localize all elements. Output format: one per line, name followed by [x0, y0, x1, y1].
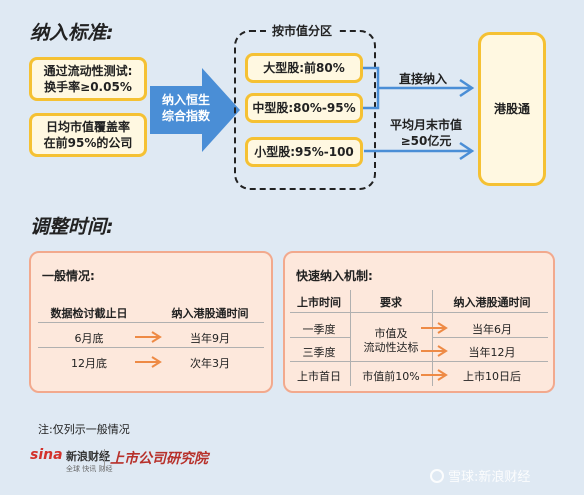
general-header-inclusion: 纳入港股通时间 [171, 307, 249, 320]
fast-header-requirement: 要求 [380, 296, 402, 309]
fast-header-divider [290, 312, 548, 313]
institute-logo: 上市公司研究院 [110, 451, 208, 467]
sina-finance-name: 新浪财经 [66, 450, 110, 463]
blue-block-arrow [150, 68, 240, 152]
general-case-title: 一般情况: [42, 269, 95, 283]
fast-track-panel [283, 251, 555, 393]
general-row2-inclusion: 次年3月 [190, 357, 230, 370]
watermark-text: 雪球:新浪财经 [448, 470, 531, 485]
criteria-title: 纳入标准: [30, 22, 114, 44]
fast-merged-requirement-line1: 市值及 [374, 327, 408, 340]
liquidity-test-line2: 换手率≥0.05% [44, 80, 132, 94]
large-cap-label: 大型股:前80% [263, 61, 345, 75]
footnote: 注:仅列示一般情况 [38, 423, 130, 436]
index-arrow-label: 纳入恒生 综合指数 [150, 92, 222, 124]
footer-divider [104, 449, 105, 471]
sina-logo: sina [30, 447, 63, 463]
fast-row-divider-1a [290, 337, 350, 338]
index-line1: 纳入恒生 [161, 93, 210, 107]
coverage-line2: 在前95%的公司 [43, 136, 133, 150]
fast-header-listing: 上市时间 [297, 296, 341, 309]
fast-row-divider-2 [290, 361, 548, 362]
large-cap-box: 大型股:前80% [245, 53, 363, 83]
direct-inclusion-label: 直接纳入 [399, 72, 448, 86]
liquidity-test-line1: 通过流动性测试: [43, 64, 133, 78]
general-row1-cutoff: 6月底 [74, 332, 104, 345]
conditional-arrow-head [459, 141, 475, 161]
general-row2-arrow-icon [135, 356, 162, 368]
fast-row2-listing: 三季度 [302, 346, 336, 359]
general-row-divider [38, 347, 264, 348]
general-row1-arrow-icon [135, 331, 162, 343]
fast-row1-listing: 一季度 [302, 323, 336, 336]
direct-arrow-head [459, 78, 475, 98]
small-cap-box: 小型股:95%-100 [245, 137, 363, 167]
fast-row1-arrow-icon [421, 322, 448, 334]
fast-col-divider-2 [432, 290, 433, 386]
fast-row-divider-1b [433, 337, 548, 338]
fast-row2-inclusion: 当年12月 [468, 346, 516, 359]
fast-col-divider-1 [350, 290, 351, 386]
mid-cap-label: 中型股:80%-95% [252, 101, 356, 115]
fast-merged-requirement: 市值及 流动性达标 [352, 327, 430, 355]
fast-merged-requirement-line2: 流动性达标 [363, 341, 419, 354]
general-header-cutoff: 数据检讨截止日 [50, 307, 128, 320]
index-line2: 综合指数 [161, 109, 210, 123]
watermark: 雪球:新浪财经 [430, 466, 530, 485]
conditional-line1: 平均月末市值 [389, 118, 462, 132]
fast-row2-arrow-icon [421, 345, 448, 357]
stock-connect-box: 港股通 [478, 32, 546, 186]
fast-row3-requirement: 市值前10% [362, 370, 420, 383]
general-row2-cutoff: 12月底 [71, 357, 107, 370]
connector-arrows [363, 66, 475, 161]
liquidity-test-box: 通过流动性测试: 换手率≥0.05% [29, 57, 147, 101]
conditional-line2: ≥50亿元 [400, 134, 452, 148]
fast-row1-inclusion: 当年6月 [472, 323, 512, 336]
adjust-title: 调整时间: [30, 216, 114, 238]
fast-header-inclusion: 纳入港股通时间 [453, 296, 531, 309]
mid-cap-box: 中型股:80%-95% [245, 93, 363, 123]
snowball-icon [430, 469, 444, 483]
sina-finance-subtitle: 全球 快讯 财经 [66, 465, 113, 473]
partition-label: 按市值分区 [266, 22, 339, 39]
index-arrow-shape [150, 68, 240, 152]
general-header-divider [38, 322, 264, 323]
fast-track-title: 快速纳入机制: [296, 269, 373, 283]
conditional-label: 平均月末市值 ≥50亿元 [380, 117, 472, 149]
fast-row3-listing: 上市首日 [297, 370, 341, 383]
small-cap-label: 小型股:95%-100 [254, 145, 354, 159]
fast-row3-inclusion: 上市10日后 [463, 370, 521, 383]
coverage-line1: 日均市值覆盖率 [45, 120, 130, 134]
general-row1-inclusion: 当年9月 [190, 332, 230, 345]
fast-row3-arrow-icon [421, 369, 448, 381]
market-cap-coverage-box: 日均市值覆盖率 在前95%的公司 [29, 113, 147, 157]
stock-connect-label: 港股通 [493, 102, 530, 116]
merge-bracket [363, 66, 380, 110]
